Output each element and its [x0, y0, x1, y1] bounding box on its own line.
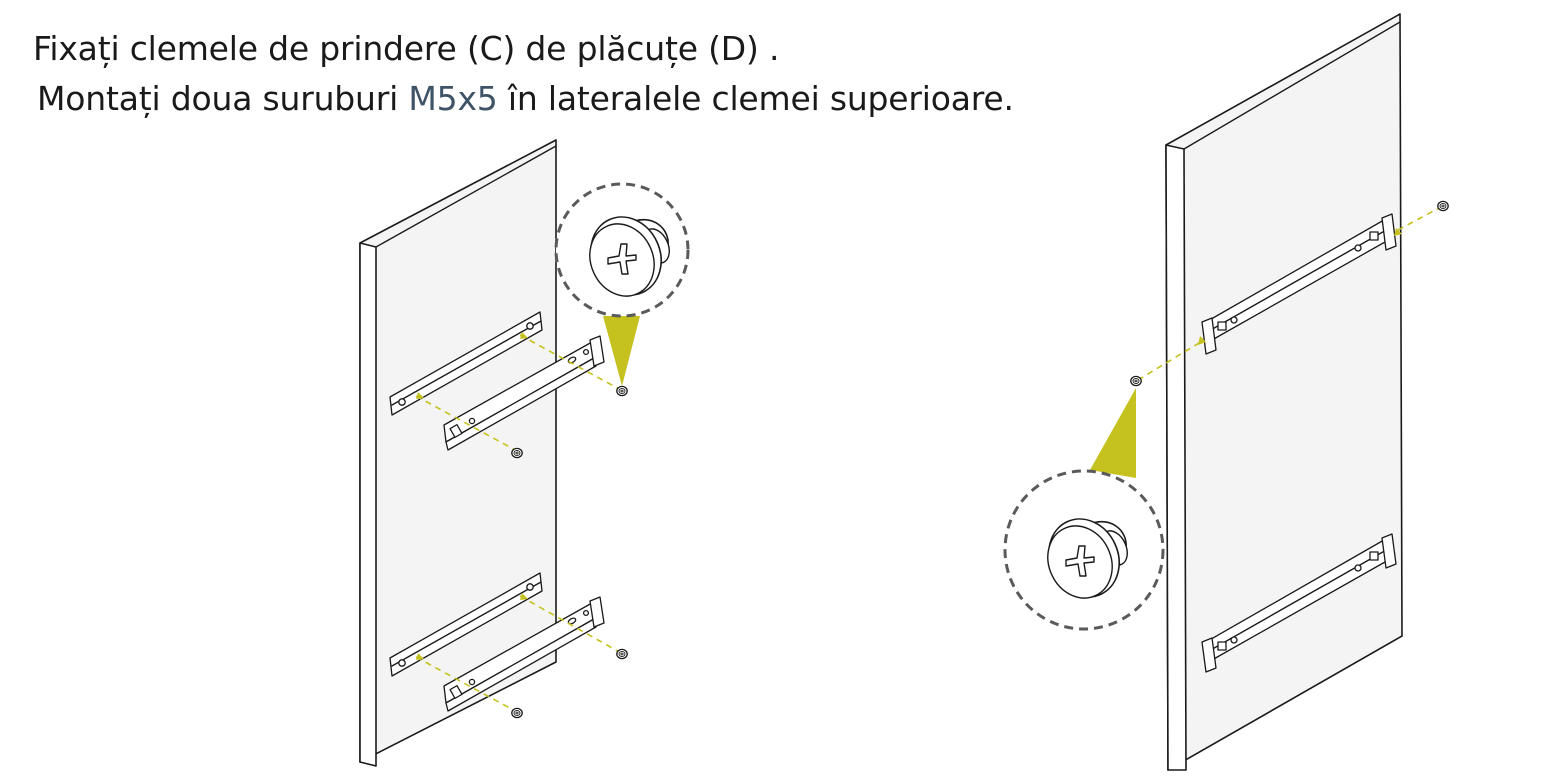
instruction-line-2-start: Montați doua suruburi	[37, 79, 409, 118]
upper-plate	[389, 311, 543, 416]
instructions: Fixați clemele de prindere (C) de plăcuț…	[33, 24, 1014, 124]
guide-line	[519, 595, 622, 654]
phillips-screw-icon	[511, 707, 523, 719]
phillips-screw-icon	[616, 385, 628, 397]
callout-pointer	[1090, 388, 1136, 478]
instruction-line-2: Montați doua suruburi M5x5 în lateralele…	[33, 74, 1014, 124]
phillips-screw-icon	[616, 648, 628, 660]
guide-line	[1397, 206, 1442, 231]
lower-mounted-clip	[1201, 533, 1397, 673]
lower-plate	[389, 572, 543, 677]
lower-clip	[443, 596, 605, 712]
right-panel-face	[1165, 13, 1403, 771]
left-panel-face	[359, 139, 557, 763]
guide-line	[415, 395, 518, 452]
phillips-screw-icon	[511, 447, 523, 459]
guide-line	[519, 334, 622, 391]
screw-size-highlight: M5x5	[408, 79, 498, 118]
phillips-screw-icon	[1437, 200, 1449, 212]
upper-clip	[443, 335, 605, 451]
upper-mounted-clip	[1201, 213, 1397, 355]
phillips-screw-icon	[1130, 375, 1142, 387]
instruction-line-2-end: în lateralele clemei superioare.	[497, 79, 1014, 118]
instruction-line-1: Fixați clemele de prindere (C) de plăcuț…	[33, 29, 780, 68]
left-panel-edge	[359, 242, 377, 767]
callout-pointer	[603, 316, 640, 386]
guide-line	[1137, 339, 1205, 381]
guide-line	[415, 656, 518, 713]
right-panel-edge	[1165, 144, 1187, 771]
left-panel-assembly	[359, 139, 690, 767]
right-panel-assembly	[1003, 13, 1449, 771]
